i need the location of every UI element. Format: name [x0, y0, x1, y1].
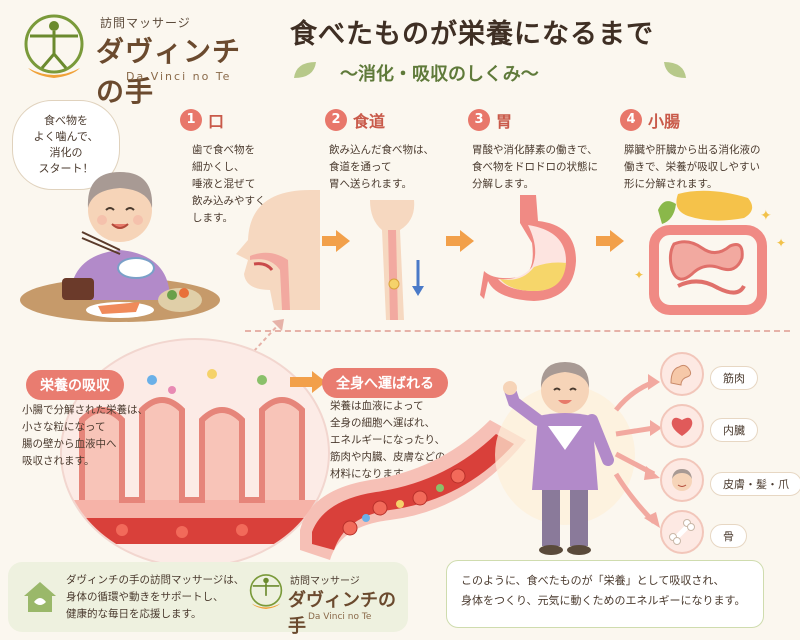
- target-label: 内臓: [710, 418, 758, 442]
- blood-vessel-illustration: [300, 420, 526, 560]
- step-name: 口: [208, 112, 225, 131]
- target-bone: [660, 510, 704, 554]
- bubble-text: 食べ物を よく噛んで、 消化の スタート！: [33, 114, 99, 175]
- step-heading: 1 口: [180, 108, 266, 132]
- absorption-label: 栄養の吸収: [26, 370, 124, 400]
- arrow-bar: [596, 236, 612, 246]
- vitruvian-logo-icon: [249, 574, 283, 610]
- sparkle-icon: ✦: [776, 236, 787, 250]
- step-heading: 3 胃: [468, 108, 598, 132]
- footer-info: ダヴィンチの手の訪問マッサージは、 身体の循環や動きをサポートし、 健康的な毎日…: [8, 562, 408, 637]
- speech-bubble: 食べ物を よく噛んで、 消化の スタート！: [12, 100, 120, 190]
- brand-logo: 訪問マッサージ ダヴィンチの手 Da Vinci no Te: [14, 8, 264, 108]
- step-number: 4: [620, 109, 642, 131]
- footer-left-text: ダヴィンチの手の訪問マッサージは、 身体の循環や動きをサポートし、 健康的な毎日…: [66, 574, 245, 620]
- step-name: 胃: [496, 112, 513, 131]
- arrow-bar: [446, 236, 462, 246]
- section-divider: [245, 330, 790, 332]
- step-text: 歯で食べ物を 細かくし、 唾液と混ぜて 飲み込みやすく します。: [192, 144, 266, 224]
- sparkle-icon: ✦: [634, 268, 645, 282]
- step-number: 2: [325, 109, 347, 131]
- target-muscle: [660, 352, 704, 396]
- sparkle-icon: ✦: [760, 208, 772, 224]
- target-organ: [660, 404, 704, 448]
- footer-brand-roman: Da Vinci no Te: [308, 612, 372, 622]
- face-icon: [672, 469, 692, 491]
- step-name: 食道: [353, 112, 386, 131]
- arrow-bar: [290, 377, 314, 387]
- esophagus-illustration: [370, 200, 424, 320]
- step-small-intestine: 4 小腸 膵臓や肝臓から出る消化液の 働きで、栄養が吸収しやすい 形に分解されま…: [620, 108, 761, 193]
- target-label: 骨: [710, 524, 747, 548]
- heart-icon: [671, 417, 693, 436]
- muscle-icon: [670, 364, 692, 386]
- stomach-illustration: [480, 195, 576, 301]
- step-text: 飲み込んだ食べ物は、 食道を通って 胃へ送られます。: [329, 144, 434, 190]
- step-number: 1: [180, 109, 202, 131]
- leaf-icon: [664, 62, 686, 78]
- woman-eating-illustration: [20, 172, 220, 322]
- summary-box: このように、食べたものが「栄養」として吸収され、 身体をつくり、元気に動くための…: [446, 560, 764, 628]
- target-label: 筋肉: [710, 366, 758, 390]
- house-icon: [24, 582, 56, 612]
- head-profile-illustration: [236, 190, 320, 310]
- page-title: 食べたものが栄養になるまで: [290, 19, 654, 50]
- step-text: 膵臓や肝臓から出る消化液の 働きで、栄養が吸収しやすい 形に分解されます。: [624, 144, 761, 190]
- step-heading: 2 食道: [325, 108, 434, 132]
- step-name: 小腸: [648, 112, 681, 131]
- target-label: 皮膚・髪・爪: [710, 472, 800, 496]
- dashed-arrow-up-icon: [253, 319, 284, 352]
- transport-label: 全身へ運ばれる: [322, 368, 448, 398]
- arrow-bar: [322, 236, 338, 246]
- intestine-illustration: [649, 190, 767, 315]
- arrow-right-icon: [336, 230, 350, 252]
- bone-icon: [669, 519, 695, 545]
- arrow-right-icon: [460, 230, 474, 252]
- arrow-right-icon: [610, 230, 624, 252]
- page-subtitle: 〜消化・吸収のしくみ〜: [340, 64, 539, 85]
- absorption-text: 小腸で分解された栄養は、 小さな粒になって 腸の壁から血液中へ 吸収されます。: [22, 404, 148, 467]
- step-stomach: 3 胃 胃酸や消化酵素の働きで、 食べ物をドロドロの状態に 分解します。: [468, 108, 598, 193]
- step-heading: 4 小腸: [620, 108, 761, 132]
- footer-brand-name: ダヴィンチの手: [288, 590, 396, 637]
- leaf-icon: [294, 62, 316, 78]
- summary-text: このように、食べたものが「栄養」として吸収され、 身体をつくり、元気に動くための…: [461, 574, 746, 607]
- target-arrows: [613, 374, 662, 528]
- brand-sub: 訪問マッサージ: [100, 16, 191, 30]
- step-mouth: 1 口 歯で食べ物を 細かくし、 唾液と混ぜて 飲み込みやすく します。: [180, 108, 266, 227]
- footer-brand-sub: 訪問マッサージ: [290, 576, 360, 587]
- step-text: 胃酸や消化酵素の働きで、 食べ物をドロドロの状態に 分解します。: [472, 144, 598, 190]
- target-skin: [660, 458, 704, 502]
- brand-roman: Da Vinci no Te: [126, 70, 232, 83]
- brand-name: ダヴィンチの手: [96, 35, 242, 108]
- transport-text: 栄養は血液によって 全身の細胞へ運ばれ、 エネルギーになったり、 筋肉や内臓、皮…: [330, 400, 446, 480]
- step-esophagus: 2 食道 飲み込んだ食べ物は、 食道を通って 胃へ送られます。: [325, 108, 434, 193]
- healthy-woman-illustration: [495, 362, 635, 555]
- vitruvian-logo-icon: [24, 14, 84, 78]
- step-number: 3: [468, 109, 490, 131]
